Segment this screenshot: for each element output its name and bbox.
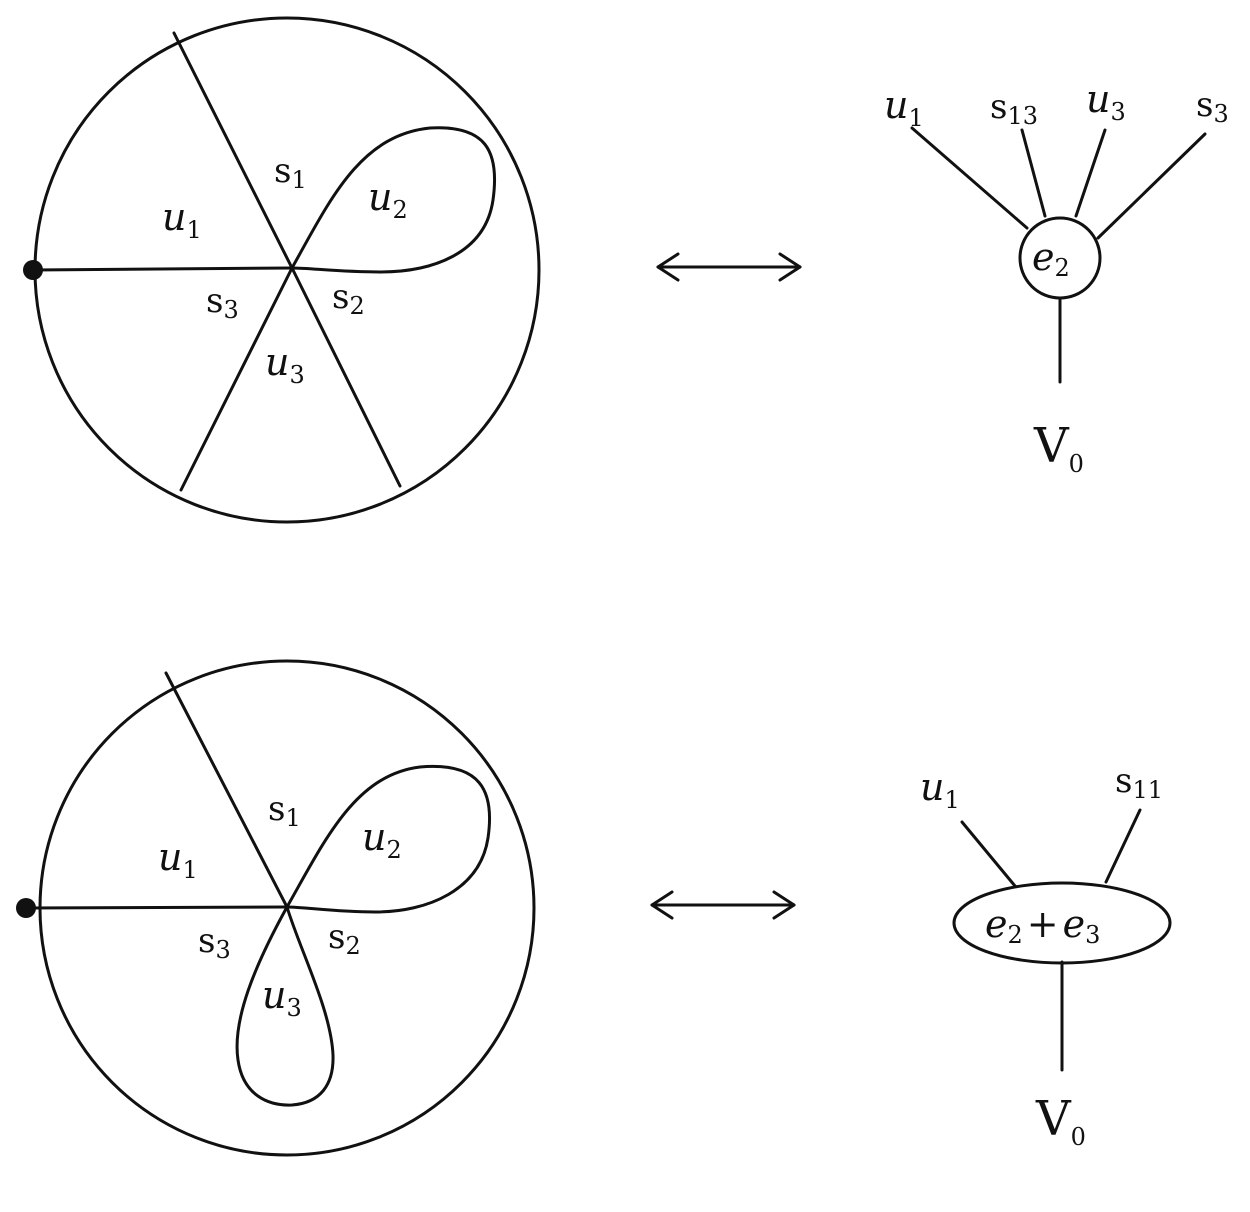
- top-tree-root-label: V0: [1033, 418, 1084, 478]
- bottom-tree-edge-s11: [1104, 808, 1142, 884]
- bottom-tree: e2+e3 u1 s11 V0: [920, 761, 1172, 1151]
- top-edge-lower-left: [179, 266, 294, 492]
- top-tree-edge-s13: [1020, 128, 1047, 218]
- top-tree-edge-u1: [910, 126, 1029, 230]
- bottom-label-s1: s1: [268, 789, 301, 832]
- top-label-u3: u3: [265, 340, 305, 389]
- top-tree-leaf-u1: u1: [884, 83, 924, 132]
- bottom-label-u1: u1: [158, 835, 198, 884]
- top-tree-edge-u3: [1074, 128, 1107, 218]
- top-edge-upper-left: [172, 31, 294, 270]
- top-tree-node-label: e2: [1032, 235, 1070, 282]
- top-edge-lower-right: [290, 266, 402, 488]
- bottom-edge-upper-left: [164, 671, 289, 909]
- bottom-label-s2: s2: [328, 917, 361, 960]
- top-horizontal-edge: [31, 266, 294, 272]
- top-tree-node: [1018, 216, 1102, 300]
- bottom-label-u3: u3: [262, 973, 302, 1022]
- bottom-double-arrow: [650, 890, 796, 920]
- bottom-tree-node: [952, 881, 1172, 965]
- bottom-loop-u2: [285, 764, 492, 914]
- bottom-label-u2: u2: [362, 815, 402, 864]
- top-tree-leaf-u3: u3: [1086, 77, 1126, 126]
- bottom-tree-node-label: e2+e3: [985, 902, 1100, 949]
- top-double-arrow: [656, 252, 802, 282]
- bottom-disk-diagram: u1 u2 u3 s1 s2 s3: [16, 659, 536, 1157]
- top-tree-leaf-s3: s3: [1196, 85, 1229, 128]
- top-tree: e2 u1 s13 u3 s3 V0: [884, 77, 1229, 478]
- bottom-label-s3: s3: [198, 921, 231, 964]
- bottom-tree-edge-u1: [960, 820, 1017, 888]
- top-label-u1: u1: [162, 195, 202, 244]
- top-disk-diagram: u1 u2 u3 s1 s2 s3: [23, 16, 541, 524]
- bottom-loop-u3: [235, 905, 335, 1107]
- bottom-tree-leaf-s11: s11: [1115, 761, 1163, 804]
- top-tree-leaf-s13: s13: [990, 87, 1038, 130]
- bottom-horizontal-edge: [24, 905, 289, 910]
- top-label-s2: s2: [332, 277, 365, 320]
- bottom-tree-root-label: V0: [1035, 1091, 1086, 1151]
- top-loop-u2: [290, 126, 497, 274]
- top-tree-edge-s3: [1096, 132, 1207, 240]
- top-label-s1: s1: [274, 151, 307, 194]
- top-label-u2: u2: [368, 175, 408, 224]
- bottom-tree-leaf-u1: u1: [920, 765, 960, 814]
- top-label-s3: s3: [206, 281, 239, 324]
